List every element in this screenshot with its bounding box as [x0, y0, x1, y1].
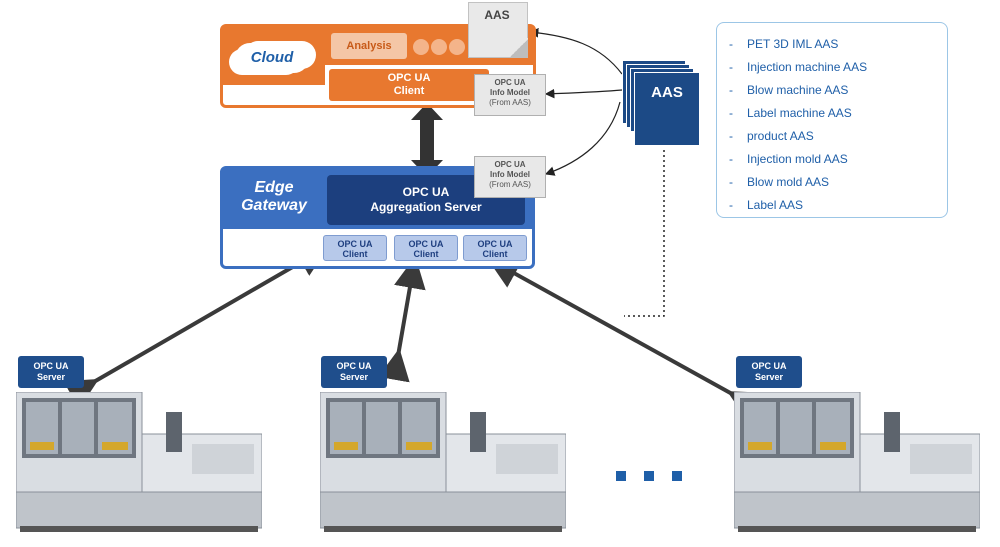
- list-bullet: -: [729, 152, 733, 166]
- agg-server-line1: OPC UA: [402, 185, 450, 199]
- info-model-mid: OPC UA Info Model (From AAS): [474, 156, 546, 198]
- aas-list-item-label: Label AAS: [747, 198, 804, 212]
- aggregation-server: OPC UA Aggregation Server: [327, 175, 525, 225]
- cloud-client-line1: OPC UA: [387, 72, 431, 84]
- aas-stack-front: [634, 72, 700, 146]
- dotted-link: [624, 150, 665, 317]
- edge-client-3: OPC UA Client: [463, 235, 527, 261]
- aas-to-info-top-arrow: [544, 88, 623, 99]
- agg-server-line2: Aggregation Server: [370, 200, 482, 214]
- info-top-line1: OPC UA: [494, 78, 526, 87]
- ellipsis-dot-2: [644, 471, 654, 481]
- info-model-top: OPC UA Info Model (From AAS): [474, 74, 546, 116]
- list-bullet: -: [729, 37, 733, 51]
- aas-to-doc-arrow: [528, 28, 623, 75]
- server-1-line2: Server: [36, 372, 66, 382]
- edge-gateway-label: Edge Gateway: [229, 179, 319, 215]
- machine-1-image: [16, 392, 262, 532]
- edge-client-1-line1: OPC UA: [337, 239, 373, 249]
- aas-list-item-label: Injection machine AAS: [747, 60, 868, 74]
- machine-2-image: [320, 392, 566, 532]
- analysis-dot-3: [449, 39, 465, 55]
- aas-list-item-label: PET 3D IML AAS: [747, 37, 839, 51]
- aas-list-item-label: Injection mold AAS: [747, 152, 848, 166]
- edge-client-2: OPC UA Client: [394, 235, 458, 261]
- info-top-line2: Info Model: [490, 88, 530, 97]
- aas-list-item: -Injection mold AAS: [729, 152, 848, 166]
- list-bullet: -: [729, 175, 733, 189]
- info-mid-line2: Info Model: [490, 170, 530, 179]
- server-2-line2: Server: [339, 372, 369, 382]
- edge-client-3-line2: Client: [482, 249, 508, 259]
- cloud-label: Cloud: [250, 49, 294, 66]
- ellipsis-dot-1: [616, 471, 626, 481]
- analysis-dot-2: [431, 39, 447, 55]
- list-bullet: -: [729, 106, 733, 120]
- aas-list-item-label: product AAS: [747, 129, 814, 143]
- edge-label-line2: Gateway: [241, 197, 307, 214]
- machine-3-image: [734, 392, 980, 532]
- aas-list-item: -Label AAS: [729, 198, 803, 212]
- link-arrow-server-2: [378, 256, 426, 383]
- opcua-server-tag-3: OPC UA Server: [736, 356, 802, 388]
- cloud-client-line2: Client: [393, 85, 425, 97]
- link-arrow-server-3: [487, 258, 763, 421]
- aas-list-item: -Label machine AAS: [729, 106, 852, 120]
- more-machines-ellipsis: [616, 468, 700, 486]
- aas-list-item: -Blow mold AAS: [729, 175, 829, 189]
- analysis-dot-1: [413, 39, 429, 55]
- edge-client-2-line1: OPC UA: [408, 239, 444, 249]
- server-2-line1: OPC UA: [336, 361, 372, 371]
- edge-client-3-line1: OPC UA: [477, 239, 513, 249]
- aas-stack-label: AAS: [651, 84, 683, 101]
- aas-to-info-mid-arrow: [544, 101, 621, 176]
- edge-header: [223, 169, 323, 229]
- aas-list-item: -Blow machine AAS: [729, 83, 848, 97]
- server-3-line1: OPC UA: [751, 361, 787, 371]
- aas-list-item-label: Blow mold AAS: [747, 175, 830, 189]
- cloud-shape-icon: [235, 43, 309, 73]
- server-1-line1: OPC UA: [33, 361, 69, 371]
- edge-client-1: OPC UA Client: [323, 235, 387, 261]
- aas-list-item: -product AAS: [729, 129, 814, 143]
- cloud-edge-link-arrow: [411, 103, 443, 177]
- opcua-server-tag-1: OPC UA Server: [18, 356, 84, 388]
- link-arrow-server-1: [63, 245, 329, 409]
- list-bullet: -: [729, 83, 733, 97]
- server-3-line2: Server: [754, 372, 784, 382]
- aas-list-panel: -PET 3D IML AAS-Injection machine AAS-Bl…: [716, 22, 948, 218]
- list-bullet: -: [729, 60, 733, 74]
- edge-client-2-line2: Client: [413, 249, 439, 259]
- aas-document-icon: [468, 2, 528, 58]
- opcua-server-tag-2: OPC UA Server: [321, 356, 387, 388]
- edge-label-line1: Edge: [254, 179, 294, 196]
- list-bullet: -: [729, 198, 733, 212]
- edge-client-1-line2: Client: [342, 249, 368, 259]
- info-mid-line3: (From AAS): [489, 180, 531, 189]
- aas-list-item-label: Label machine AAS: [747, 106, 852, 120]
- aas-list-item: -Injection machine AAS: [729, 60, 867, 74]
- info-mid-line1: OPC UA: [494, 160, 526, 169]
- aas-document-fold: [510, 38, 528, 58]
- analysis-box: Analysis: [331, 33, 407, 59]
- aas-list-item: -PET 3D IML AAS: [729, 37, 838, 51]
- aas-document-label: AAS: [484, 8, 510, 22]
- list-bullet: -: [729, 129, 733, 143]
- aas-list-item-label: Blow machine AAS: [747, 83, 849, 97]
- cloud-opcua-client: OPC UA Client: [329, 69, 489, 101]
- ellipsis-dot-3: [672, 471, 682, 481]
- info-top-line3: (From AAS): [489, 98, 531, 107]
